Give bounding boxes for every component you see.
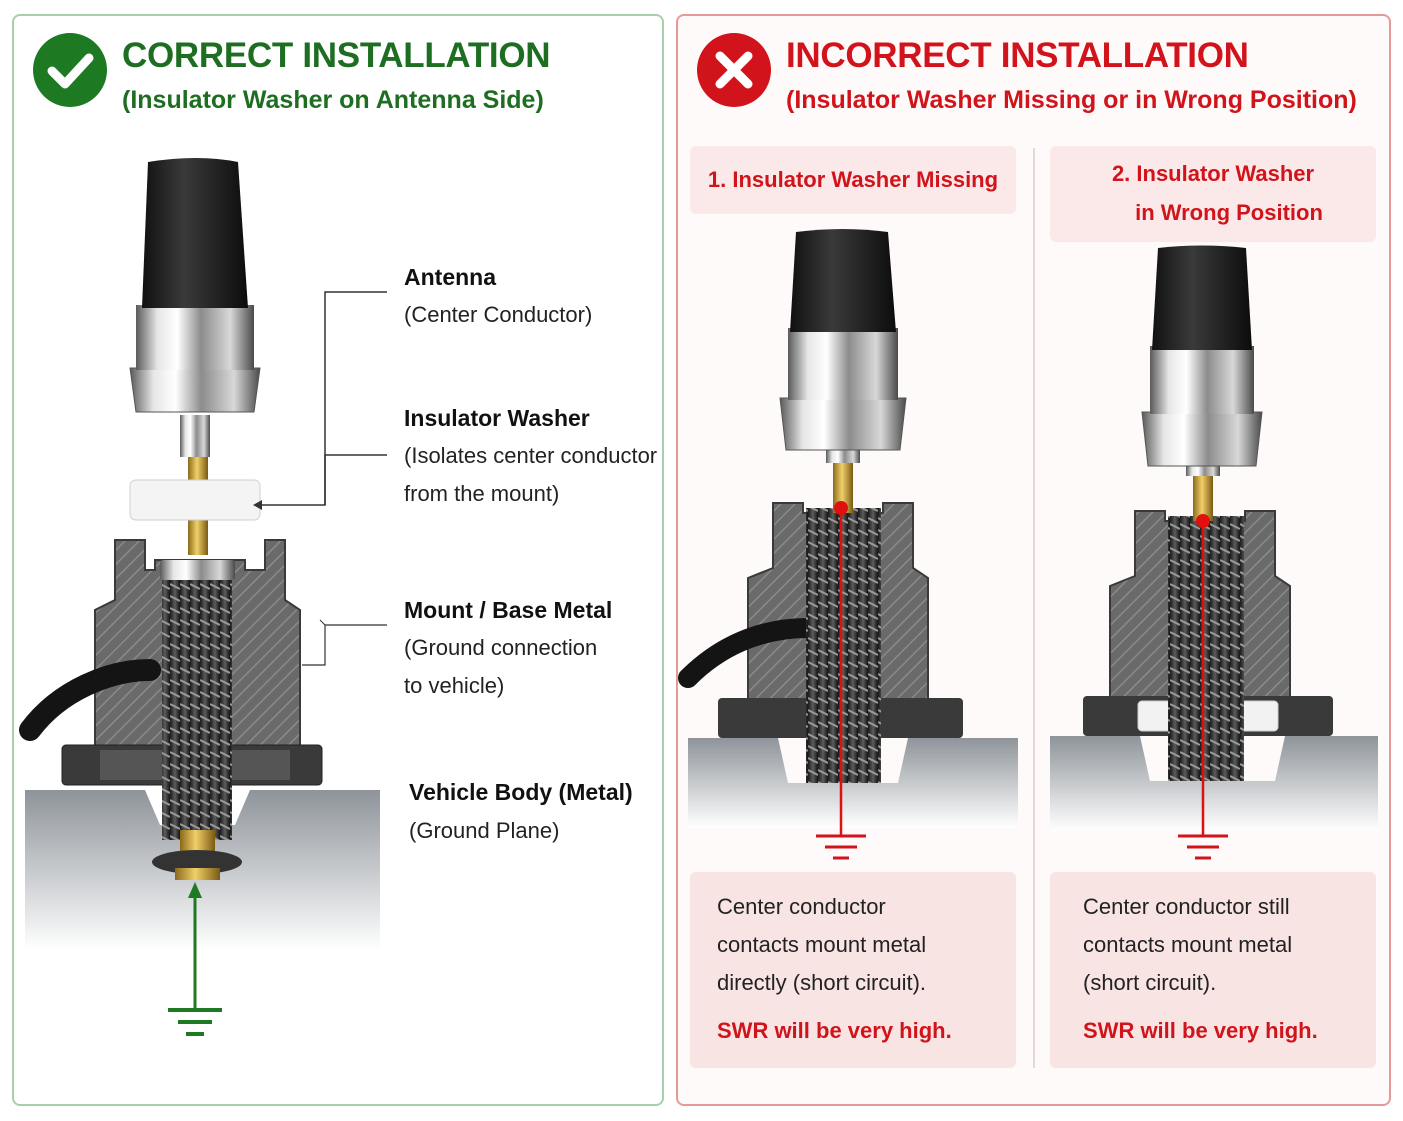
case-2-title-line1: 2. Insulator Washer: [1111, 161, 1315, 186]
washer-desc-line1: (Isolates center conductor: [404, 443, 658, 468]
case-2-title-line2: in Wrong Position: [1135, 200, 1323, 225]
case-1-illustration: [678, 229, 1018, 860]
antenna-hex-nut: [129, 367, 261, 413]
coax-cable: [19, 659, 161, 741]
case-1-header: [690, 146, 1016, 214]
case-2-note-line2: contacts mount metal: [1083, 932, 1293, 957]
case-1-note: Center conductor contacts mount metal di…: [717, 888, 926, 1002]
case-2-header: [1050, 146, 1376, 242]
insulator-washer: [129, 479, 261, 521]
short-point-marker: [834, 501, 848, 515]
case-2-note-line1: Center conductor still: [1083, 894, 1290, 919]
case-1-note-line2: contacts mount metal: [717, 932, 927, 957]
incorrect-title: INCORRECT INSTALLATION: [786, 36, 1249, 75]
insulator-washer-label: Insulator Washer: [404, 405, 590, 431]
vehicle-body-desc: (Ground Plane): [409, 818, 560, 843]
correct-installation-panel: [12, 14, 664, 1106]
case-1-note-box: [690, 872, 1016, 1068]
case-1-swr-warning: SWR will be very high.: [717, 1018, 952, 1043]
short-point-marker: [1196, 514, 1210, 528]
case-2-note-box: [1050, 872, 1376, 1068]
cross-icon: [696, 32, 772, 108]
vehicle-body-label: Vehicle Body (Metal): [409, 779, 633, 805]
case-1-note-line1: Center conductor: [717, 894, 886, 919]
case-1-title: 1. Insulator Washer Missing: [707, 167, 999, 192]
antenna-ferrule: [136, 305, 254, 370]
case-divider: [1033, 148, 1035, 1068]
correct-installation-illustration: [19, 158, 380, 1036]
incorrect-subtitle: (Insulator Washer Missing or in Wrong Po…: [786, 86, 1357, 114]
washer-desc-line2: from the mount): [404, 481, 560, 506]
mount-label: Mount / Base Metal: [404, 597, 613, 623]
antenna-label: Antenna: [404, 264, 496, 290]
callout-lines: [253, 291, 387, 666]
mount-desc-line2: to vehicle): [404, 673, 505, 698]
antenna-desc: (Center Conductor): [404, 302, 593, 327]
correct-subtitle: (Insulator Washer on Antenna Side): [122, 86, 544, 114]
antenna-rubber-cap: [142, 158, 248, 308]
correct-title: CORRECT INSTALLATION: [122, 36, 551, 75]
mount-desc-line1: (Ground connection: [404, 635, 598, 660]
case-2-note: Center conductor still contacts mount me…: [1083, 888, 1292, 1002]
threaded-stud: [162, 570, 232, 840]
checkmark-icon: [32, 32, 108, 108]
case-2-illustration: [1050, 245, 1378, 860]
case-2-note-line3: (short circuit).: [1083, 970, 1217, 995]
case-1-note-line3: directly (short circuit).: [717, 970, 927, 995]
case-2-swr-warning: SWR will be very high.: [1083, 1018, 1318, 1043]
